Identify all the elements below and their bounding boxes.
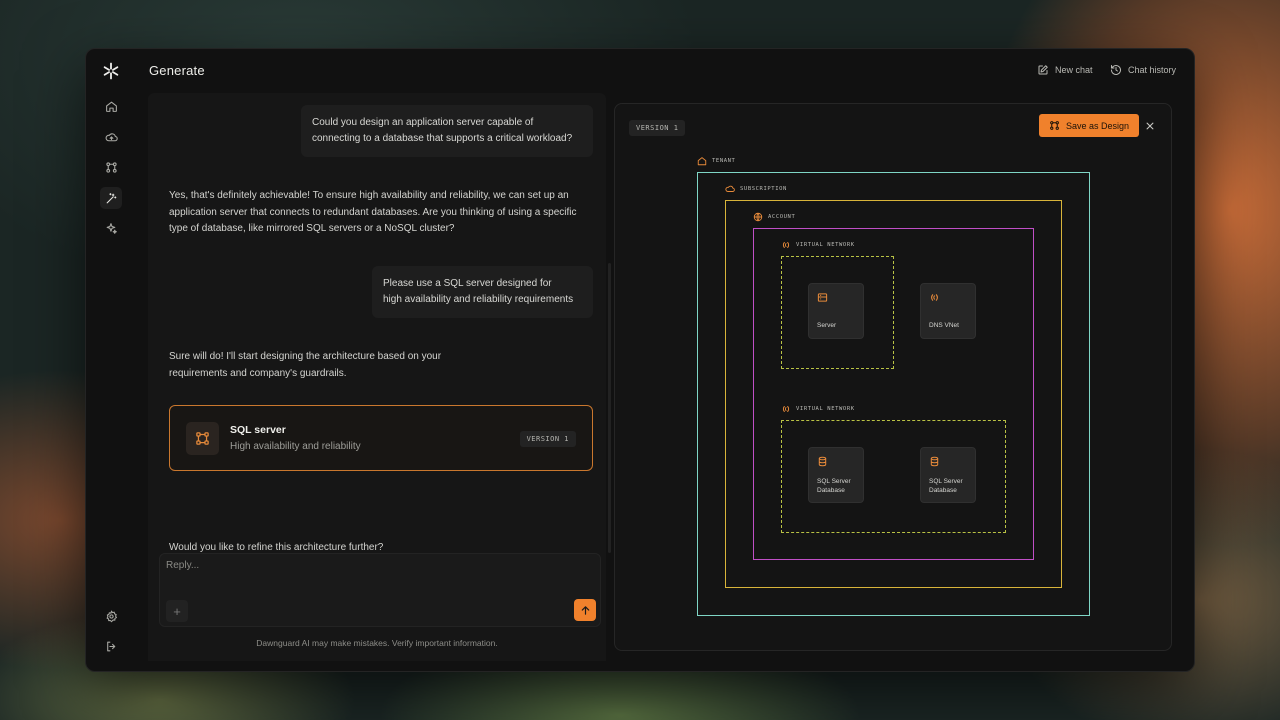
architecture-subtitle: High availability and reliability xyxy=(230,441,361,452)
followup-question: Would you like to refine this architectu… xyxy=(169,542,384,553)
architecture-canvas[interactable]: VERSION 1 Save as Design TENANT SUBSCRIP… xyxy=(614,103,1172,651)
node-label: Server xyxy=(817,322,837,329)
reply-input[interactable] xyxy=(166,560,586,590)
version-badge: VERSION 1 xyxy=(519,431,576,447)
signal-icon xyxy=(782,406,790,412)
message-line: high availability and reliability requir… xyxy=(383,294,574,305)
message-line: requirements and company's guardrails. xyxy=(169,367,347,379)
sql-database-node[interactable]: SQL Server Database xyxy=(920,447,976,503)
sidebar-item-ai[interactable] xyxy=(100,217,122,239)
arrow-up-icon xyxy=(581,605,589,615)
virtual-network-zone[interactable] xyxy=(781,256,894,369)
tenant-label: TENANT xyxy=(697,156,735,166)
chat-history-button[interactable]: Chat history xyxy=(1110,64,1176,76)
server-node[interactable]: Server xyxy=(808,283,864,339)
message-line: Could you design an application server c… xyxy=(312,117,534,128)
database-icon xyxy=(818,456,827,467)
message-line: connecting to a database that supports a… xyxy=(312,133,573,144)
dns-vnet-node[interactable]: DNS VNet xyxy=(920,283,976,339)
magic-wand-icon xyxy=(106,192,116,203)
logo-icon[interactable] xyxy=(102,62,120,80)
close-icon xyxy=(1146,122,1154,130)
sidebar-item-cloud[interactable] xyxy=(100,126,122,148)
reply-box: + xyxy=(159,553,601,627)
server-icon xyxy=(817,293,828,302)
account-zone[interactable] xyxy=(753,228,1034,560)
new-chat-button[interactable]: New chat xyxy=(1037,64,1093,76)
virtual-network-label: VIRTUAL NETWORK xyxy=(781,404,855,414)
node-label: SQL Server Database xyxy=(929,478,963,494)
signal-icon xyxy=(931,294,938,301)
message-line: Yes, that's definitely achievable! To en… xyxy=(169,190,569,201)
sparkles-icon xyxy=(106,222,117,234)
history-icon xyxy=(1111,65,1121,75)
message-line: type of database, like mirrored SQL serv… xyxy=(169,223,455,234)
logout-icon xyxy=(106,641,115,651)
database-icon xyxy=(930,456,939,467)
chat-history-label: Chat history xyxy=(1128,65,1177,75)
close-button[interactable] xyxy=(1143,119,1157,133)
chat-scrollbar[interactable] xyxy=(608,263,611,553)
virtual-network-label: VIRTUAL NETWORK xyxy=(781,240,855,250)
sidebar-item-logout[interactable] xyxy=(100,635,122,657)
top-bar: Generate New chat Chat history xyxy=(86,49,1194,93)
subscription-label: SUBSCRIPTION xyxy=(725,184,787,194)
account-label: ACCOUNT xyxy=(753,212,795,222)
home-icon xyxy=(105,101,117,112)
app-window: Generate New chat Chat history Could you… xyxy=(85,48,1195,672)
home-icon xyxy=(697,157,707,166)
globe-icon xyxy=(753,212,763,222)
settings-icon xyxy=(105,609,117,622)
new-chat-icon xyxy=(1038,65,1048,75)
message-line: application server that connects to redu… xyxy=(169,206,577,218)
architecture-icon xyxy=(196,432,209,445)
node-label: DNS VNet xyxy=(929,322,959,329)
new-chat-label: New chat xyxy=(1055,65,1093,75)
workflow-icon xyxy=(105,161,117,173)
cloud-upload-icon xyxy=(105,132,118,141)
message-line: Sure will do! I'll start designing the a… xyxy=(169,351,442,362)
cloud-icon xyxy=(725,185,735,192)
sidebar-item-generate[interactable] xyxy=(100,187,122,209)
workflow-icon xyxy=(1050,121,1059,130)
sidebar-item-workflows[interactable] xyxy=(100,156,122,178)
architecture-card[interactable]: SQL server High availability and reliabi… xyxy=(169,405,593,471)
assistant-message: Yes, that's definitely achievable! To en… xyxy=(169,188,599,238)
send-button[interactable] xyxy=(574,599,596,621)
signal-icon xyxy=(782,242,790,248)
node-label: SQL Server Database xyxy=(817,478,851,494)
user-message: Please use a SQL server designed for hig… xyxy=(372,266,593,318)
message-line: Please use a SQL server designed for xyxy=(383,278,552,289)
subscription-zone[interactable] xyxy=(725,200,1062,588)
virtual-network-zone[interactable] xyxy=(781,420,1006,533)
disclaimer: Dawnguard AI may make mistakes. Verify i… xyxy=(256,638,498,648)
canvas-version-badge: VERSION 1 xyxy=(629,120,686,136)
sql-database-node[interactable]: SQL Server Database xyxy=(808,447,864,503)
sidebar-item-home[interactable] xyxy=(100,95,122,117)
sidebar-item-settings[interactable] xyxy=(100,605,122,627)
architecture-title: SQL server xyxy=(230,424,286,436)
architecture-icon-wrap xyxy=(186,422,219,455)
attach-button[interactable]: + xyxy=(166,600,188,622)
save-as-design-label: Save as Design xyxy=(1066,120,1130,131)
tenant-zone[interactable] xyxy=(697,172,1090,616)
save-as-design-button[interactable]: Save as Design xyxy=(1039,114,1140,137)
assistant-message: Sure will do! I'll start designing the a… xyxy=(169,349,599,382)
user-message: Could you design an application server c… xyxy=(301,105,593,157)
page-title: Generate xyxy=(149,63,205,78)
